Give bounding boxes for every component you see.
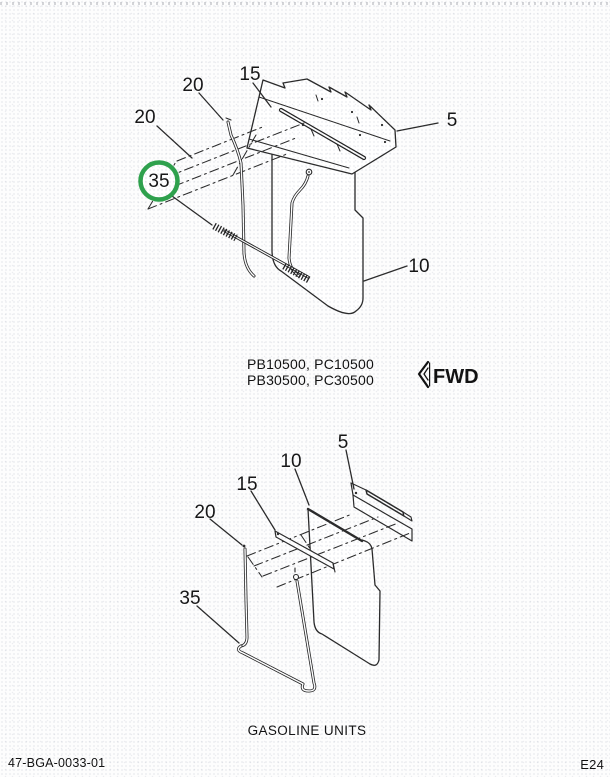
bracket-shelf-b-face: [352, 494, 413, 542]
rod-left-core: [227, 121, 255, 277]
wire-b: [236, 579, 317, 693]
leader-20-upper: [198, 92, 224, 121]
leader-5: [396, 122, 439, 132]
leader-5-b: [345, 449, 355, 490]
fwd-arrow-icon-inner: [423, 367, 429, 381]
cross-bar-dot: [276, 532, 280, 536]
callout-15-bottom: 15: [236, 474, 257, 495]
bracket-tick: [310, 94, 360, 152]
model-caption: PB10500, PC10500 PB30500, PC30500: [247, 356, 374, 388]
callout-35-circled: 35: [148, 171, 169, 192]
callout-20-bottom: 20: [194, 502, 215, 523]
leader-10: [363, 265, 408, 282]
shield-panel-b: [307, 508, 381, 666]
leader-15-b: [250, 490, 276, 531]
wire-shaft-core: [224, 230, 309, 278]
model-caption-line1: PB10500, PC10500: [247, 356, 374, 372]
model-caption-line2: PB30500, PC30500: [247, 371, 374, 388]
bracket-fold-line: [258, 96, 391, 142]
bottom-figure-drawing: [196, 449, 413, 693]
wire-b-core: [237, 580, 316, 692]
shield-panel-b-top-edge: [306, 507, 364, 543]
shelf-rail-b-ext: [402, 511, 413, 522]
page-code: E24: [580, 757, 604, 772]
leader-20-b: [209, 518, 243, 546]
rod-left-b-head: [242, 544, 246, 548]
leader-10-b: [294, 468, 310, 506]
document-number: 47-BGA-0033-01: [8, 756, 106, 770]
top-leader-lines: [156, 82, 439, 282]
callout-10-bottom: 10: [280, 451, 301, 472]
callout-20-left: 20: [134, 107, 155, 128]
fwd-marker: FWD: [417, 360, 479, 389]
leader-35-b: [196, 605, 240, 644]
cross-bar-b-flange: [332, 562, 336, 573]
bracket-fold-line: [248, 138, 350, 169]
bottom-leader-lines: [196, 449, 355, 644]
wire-b-eye: [292, 573, 300, 581]
gasoline-units-caption: GASOLINE UNITS: [247, 723, 367, 738]
top-figure-drawing: [138, 78, 439, 315]
bracket-shelf: [246, 78, 397, 175]
fwd-label: FWD: [433, 366, 479, 388]
callout-35-bottom: 35: [179, 588, 200, 609]
bracket-screw-dot: [354, 491, 358, 495]
leader-35: [171, 195, 213, 226]
rod-right-head-dot: [308, 171, 310, 173]
bracket-shelf-b-cap: [350, 482, 354, 496]
leader-20-left: [156, 125, 193, 159]
phantom-lines-b: [246, 513, 411, 588]
highlight-circle-35: [138, 160, 180, 202]
callout-5-top: 5: [447, 110, 458, 131]
support-rail-core: [280, 109, 365, 159]
callout-15-top: 15: [239, 64, 260, 85]
callout-5-bottom: 5: [338, 432, 349, 453]
callout-20-upper: 20: [182, 75, 203, 96]
callout-10-top: 10: [408, 256, 429, 277]
rod-left-tip: [225, 117, 232, 121]
fwd-arrow-icon: [417, 360, 430, 389]
leader-15: [252, 82, 272, 108]
wire-grip-upper: [212, 222, 238, 242]
